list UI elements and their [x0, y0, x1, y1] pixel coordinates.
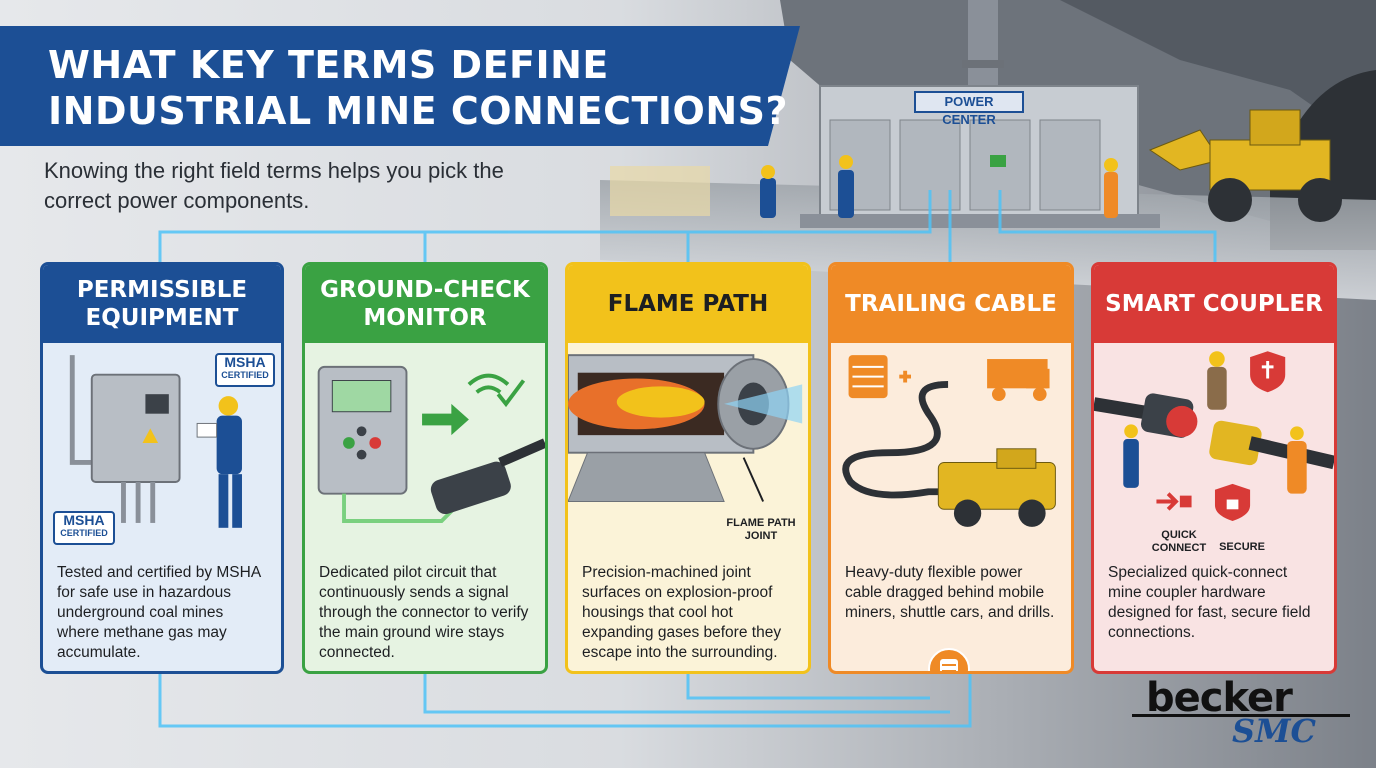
- electrical-box-illustration: [69, 355, 242, 528]
- mining-truck-icon: [987, 359, 1050, 401]
- padlock-shield-icon: [1214, 483, 1251, 521]
- msha-certified-badge: MSHA CERTIFIED: [215, 353, 275, 387]
- quick-connect-icon: [1156, 492, 1192, 511]
- card-ground-check-monitor: GROUND-CHECK MONITOR Dedicated pilot cir…: [302, 262, 548, 674]
- card-description: Precision-machined joint surfaces on exp…: [582, 564, 782, 661]
- secure-label: SECURE: [1219, 541, 1265, 553]
- cable-reel-icon: [928, 648, 970, 671]
- badge-subtext: CERTIFIED: [60, 528, 108, 538]
- wifi-check-icon: [467, 373, 526, 408]
- flame-path-illustration: [568, 354, 803, 502]
- monitor-illustration: [317, 365, 545, 523]
- card-description: Tested and certified by MSHA for safe us…: [57, 564, 261, 661]
- card-permissible-equipment: PERMISSIBLE EQUIPMENT MSHA CERTIFIED MSH…: [40, 262, 284, 674]
- card-title: SMART COUPLER: [1094, 265, 1334, 343]
- card-smart-coupler: SMART COUPLER QUICK CONNECT SECURE Speci…: [1091, 262, 1337, 674]
- card-title: GROUND-CHECK MONITOR: [305, 265, 545, 343]
- smart-coupler-illustration: [1094, 351, 1334, 521]
- cable-spool-icon: [848, 355, 888, 399]
- page-subtitle: Knowing the right field terms helps you …: [44, 158, 504, 213]
- trailing-cable-illustration: [842, 355, 1056, 527]
- card-title: FLAME PATH: [568, 265, 808, 343]
- badge-text: MSHA: [63, 512, 105, 528]
- title-banner: [0, 26, 800, 146]
- brand-logo: becker: [1146, 675, 1293, 721]
- logo-divider: [1132, 714, 1350, 717]
- card-title: TRAILING CABLE: [831, 265, 1071, 343]
- card-trailing-cable: TRAILING CABLE Heavy-duty flexible power…: [828, 262, 1074, 674]
- card-title: PERMISSIBLE EQUIPMENT: [43, 265, 281, 343]
- badge-subtext: CERTIFIED: [221, 370, 269, 380]
- loader-icon: [1148, 109, 1342, 222]
- brand-logo-sub: SMC: [1232, 712, 1316, 750]
- badge-text: MSHA: [224, 354, 266, 370]
- card-description: Specialized quick-connect mine coupler h…: [1108, 564, 1311, 641]
- power-center-label: POWER CENTER: [914, 91, 1024, 127]
- shield-plug-icon: [1250, 351, 1286, 393]
- msha-certified-badge-bottom: MSHA CERTIFIED: [53, 511, 115, 545]
- card-description: Heavy-duty flexible power cable dragged …: [845, 564, 1055, 621]
- card-description: Dedicated pilot circuit that continuousl…: [319, 564, 529, 661]
- quick-connect-label: QUICK CONNECT: [1151, 529, 1207, 554]
- page-title: WHAT KEY TERMS DEFINE INDUSTRIAL MINE CO…: [48, 43, 789, 133]
- flame-path-joint-label: FLAME PATH JOINT: [726, 517, 796, 542]
- card-flame-path: FLAME PATH FLAME PATH JOINT Precision-ma…: [565, 262, 811, 674]
